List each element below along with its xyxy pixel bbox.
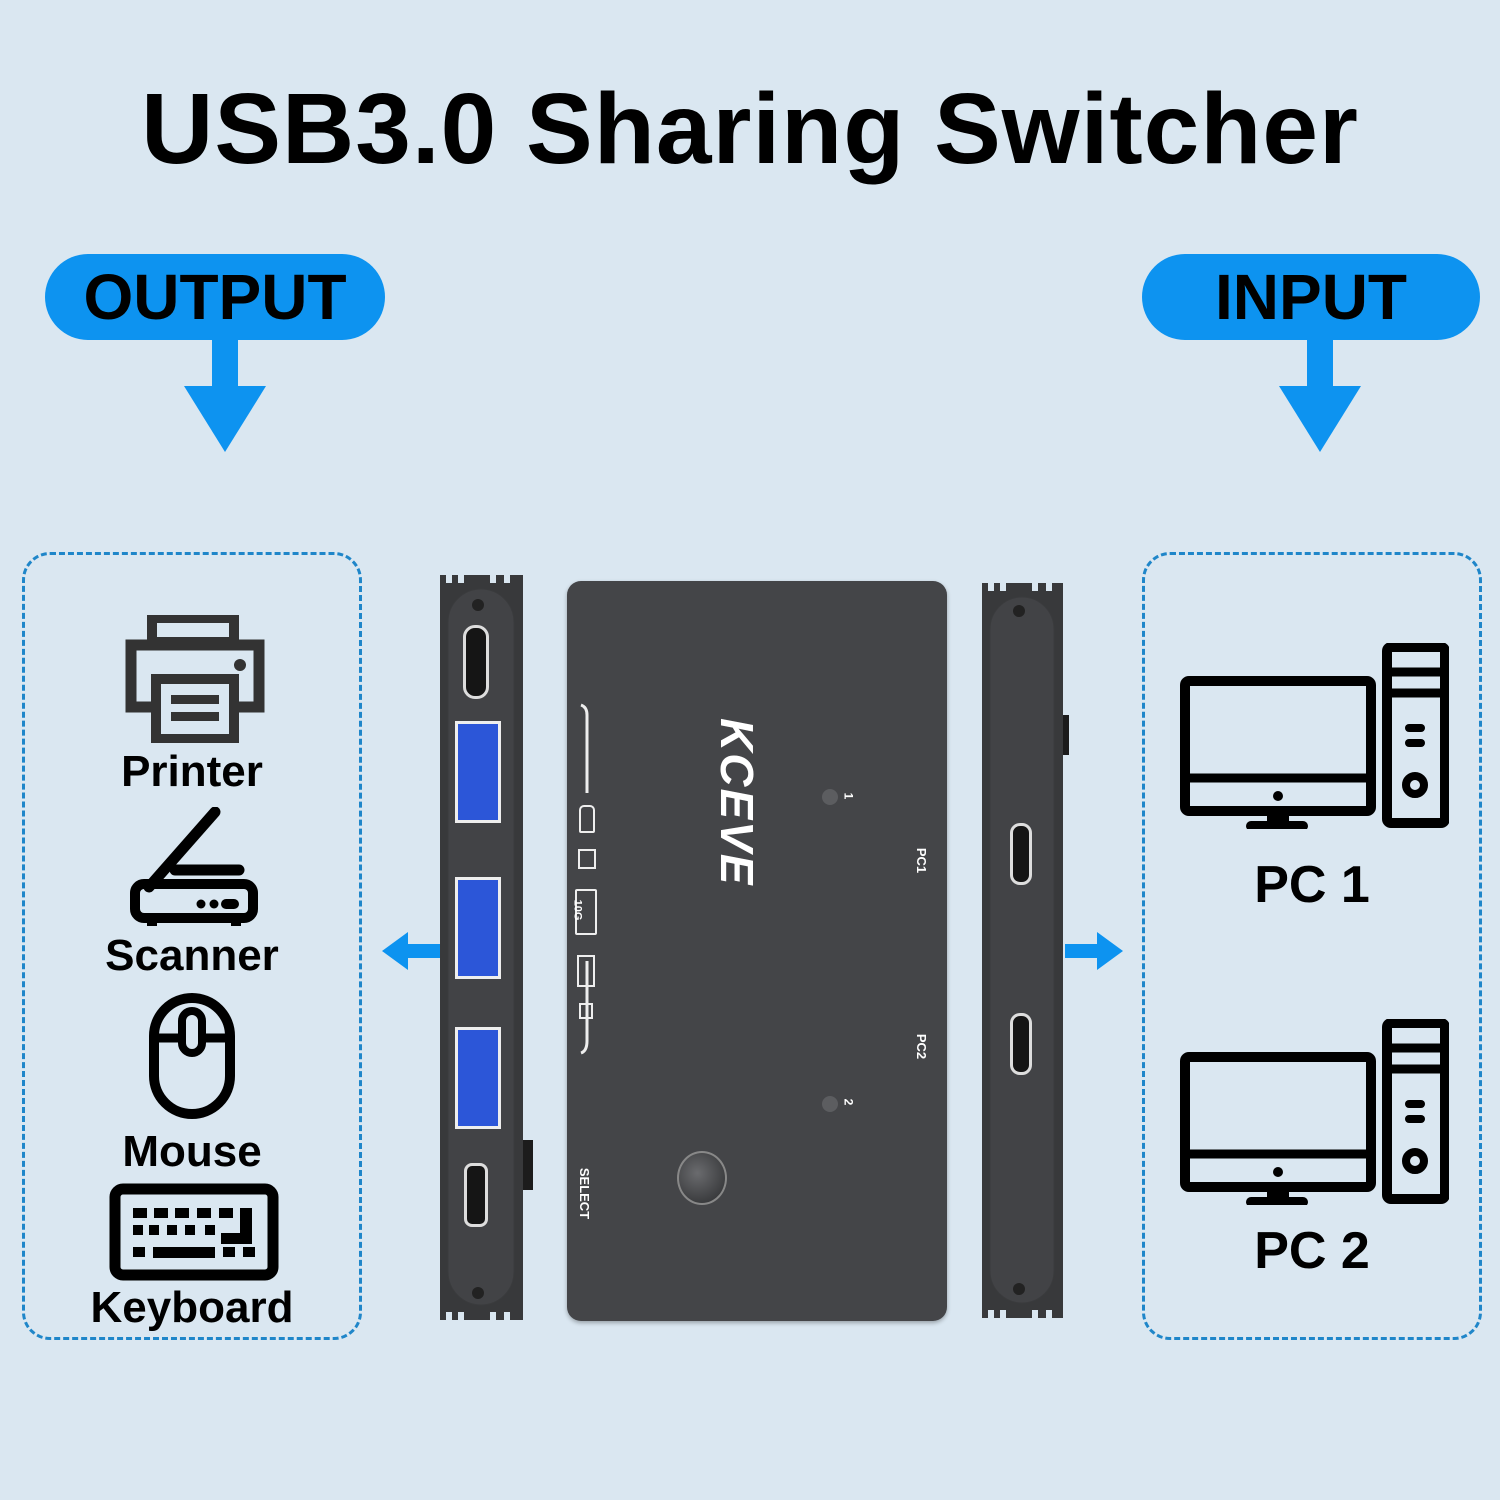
mouse-icon — [149, 993, 235, 1119]
output-badge: OUTPUT — [45, 254, 385, 340]
led1-label: 1 — [841, 792, 856, 800]
printer-icon — [578, 849, 596, 869]
usb-icon — [579, 805, 595, 833]
down-arrow-icon — [1279, 338, 1361, 452]
output-device-label: Scanner — [105, 931, 279, 980]
device-input-side — [982, 583, 1069, 1318]
side-tab — [1063, 715, 1069, 755]
input-device-label: PC 2 — [1254, 1222, 1370, 1280]
pc2-label: PC2 — [914, 1033, 930, 1060]
led-pc1 — [822, 789, 838, 805]
left-arrow-icon — [382, 932, 440, 970]
scanner-icon — [130, 807, 258, 926]
led2-label: 2 — [841, 1098, 856, 1106]
output-device-label: Printer — [121, 747, 263, 796]
brand-logo: KCEVE — [711, 718, 763, 887]
device-output-side — [440, 575, 533, 1320]
output-device-label: Keyboard — [90, 1283, 294, 1332]
keyboard-icon — [577, 955, 595, 987]
side-tab — [523, 1140, 533, 1190]
usb-c-port-pc2[interactable] — [1010, 1013, 1032, 1075]
speed-badge: 10G — [571, 889, 597, 935]
output-device-label: Mouse — [122, 1127, 262, 1176]
output-label: OUTPUT — [83, 261, 347, 333]
select-button[interactable] — [677, 1151, 727, 1205]
switch-device-top: 10G KCEVE 1 2 PC1 PC2 SELECT — [567, 581, 947, 1321]
pc1-label: PC1 — [914, 847, 930, 874]
input-label: INPUT — [1215, 261, 1407, 333]
output-devices-panel: Printer Scanner Mouse Keyboard — [22, 552, 362, 1340]
down-arrow-icon — [184, 338, 266, 452]
desktop-computer-icon — [1180, 643, 1449, 829]
printer-icon — [125, 615, 265, 743]
micro-usb-port[interactable] — [464, 1163, 488, 1227]
led-pc2 — [822, 1096, 838, 1112]
usb-c-port[interactable] — [463, 625, 489, 699]
desktop-computer-icon — [1180, 1019, 1449, 1205]
select-label: SELECT — [577, 1167, 593, 1220]
usb-c-port-pc1[interactable] — [1010, 823, 1032, 885]
keyboard-icon — [109, 1183, 279, 1281]
port-icons-strip: 10G — [571, 805, 599, 1019]
usb-3-port[interactable] — [455, 721, 501, 823]
input-badge: INPUT — [1142, 254, 1480, 340]
input-devices-panel: PC 1 PC 2 — [1142, 552, 1482, 1340]
mouse-icon — [579, 1003, 593, 1019]
input-device-label: PC 1 — [1254, 856, 1370, 914]
page-title: USB3.0 Sharing Switcher — [141, 73, 1359, 185]
usb-3-port[interactable] — [455, 877, 501, 979]
usb-3-port[interactable] — [455, 1027, 501, 1129]
right-arrow-icon — [1065, 932, 1123, 970]
